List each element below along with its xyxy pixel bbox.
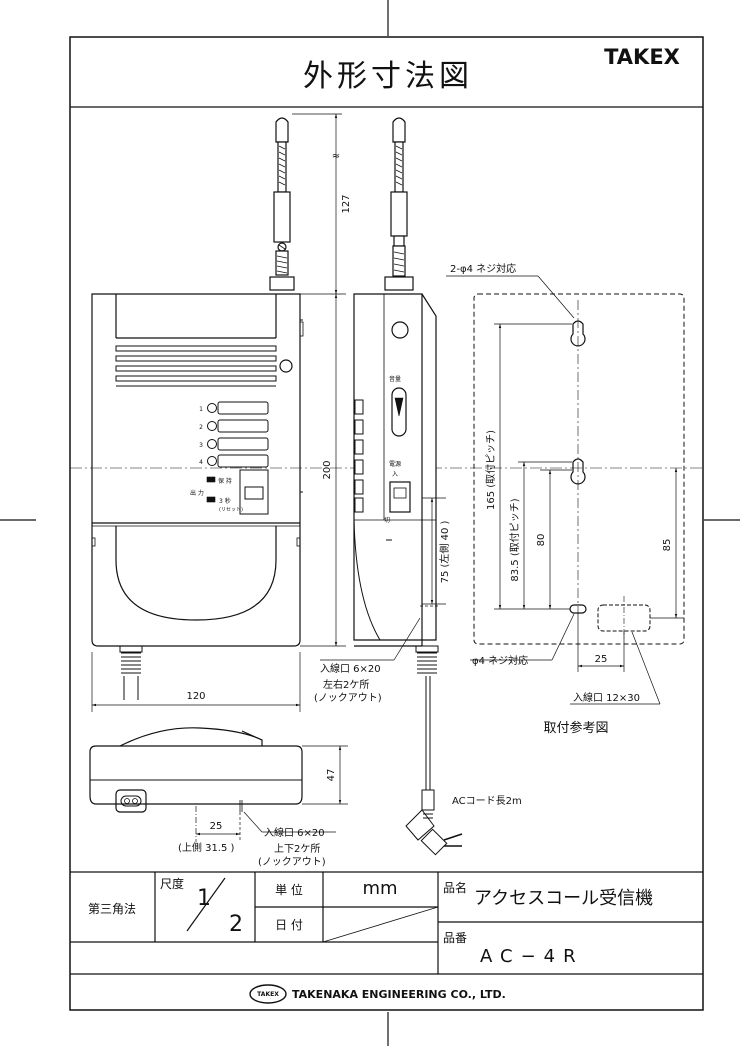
name-label: 品名 <box>443 880 467 895</box>
side-indicator-lamp <box>391 321 409 339</box>
bottom-entry-sub2: (ノックアウト) <box>258 856 326 868</box>
side-labels: 音量 電源 入 切 <box>384 375 401 524</box>
output-label: 出 力 <box>190 489 204 497</box>
mounting-caption: 取付参考図 <box>543 720 608 736</box>
hold-label: 保 持 <box>218 477 232 485</box>
dim-depth-47: 47 <box>326 769 337 782</box>
pitch-83-5: 83.5 (取付ピッチ) <box>508 498 521 581</box>
brand-logo: TAKEX <box>604 45 680 69</box>
mounting-outline <box>473 293 685 645</box>
mounting-view <box>473 293 685 645</box>
scale-denominator: 2 <box>229 912 243 937</box>
side-entry-sub2: (ノックアウト) <box>314 692 382 704</box>
ac-cord-label: ACコード長2m <box>452 795 522 807</box>
side-entry-note: 入線口 6×20 <box>320 662 381 675</box>
off-label: 切 <box>384 517 390 524</box>
side-view <box>353 117 463 856</box>
indicator-label-4: 4 <box>199 459 203 466</box>
dim-width-120: 120 <box>186 691 205 702</box>
bottom-dim-25: 25 <box>210 821 223 832</box>
drawing-title: 外形寸法図 <box>303 59 473 94</box>
company-logo: TAKEX <box>249 984 287 1004</box>
pitch-165: 165 (取付ピッチ) <box>484 430 497 510</box>
front-indicator-lamp <box>279 359 293 373</box>
bottom-view <box>89 727 303 813</box>
bottom-dimensions <box>195 745 348 842</box>
company-name: TAKENAKA ENGINEERING CO., LTD. <box>292 988 506 1001</box>
indicator-label-1: 1 <box>199 406 203 413</box>
side-antenna <box>384 117 414 291</box>
front-view <box>91 117 304 700</box>
projection-label: 第三角法 <box>88 902 136 916</box>
dim-85: 85 <box>662 539 673 552</box>
indicator-label-2: 2 <box>199 424 203 431</box>
mounting-dimensions <box>446 275 684 705</box>
bottom-dim-upper: (上側 31.5 ) <box>178 841 235 854</box>
side-dimensions <box>320 497 446 661</box>
number-label: 品番 <box>443 931 467 945</box>
hold-led <box>206 476 216 483</box>
bottom-outline <box>89 745 303 805</box>
front-cord <box>119 645 143 700</box>
indicator-rows <box>207 401 269 468</box>
tick-marks: ≈ <box>332 151 340 162</box>
volume-label: 音量 <box>389 375 401 383</box>
output-switch-housing <box>239 469 269 515</box>
bottom-entry-sub1: 上下2ケ所 <box>274 843 320 855</box>
screw-2-label: 2-φ4 ネジ対応 <box>450 262 516 275</box>
entry-12x30-label: 入線口 12×30 <box>573 691 640 704</box>
unit-value: mm <box>362 878 397 899</box>
power-switch <box>389 481 411 513</box>
title-block <box>70 871 703 975</box>
side-body-outline <box>353 293 437 641</box>
reset-label: (リセット) <box>219 507 243 513</box>
scale-numerator: 1 <box>197 886 211 911</box>
dim-height-200: 200 <box>322 460 333 479</box>
drawing-frame <box>69 36 704 1011</box>
product-name: アクセスコール受信機 <box>474 888 653 909</box>
screw-1-label: φ4 ネジ対応 <box>472 654 528 667</box>
indicator-label-3: 3 <box>199 442 203 449</box>
scale-label: 尺度 <box>160 876 184 891</box>
mount-dim-25: 25 <box>595 654 608 665</box>
volume-knob <box>391 387 407 437</box>
side-cord <box>405 645 463 856</box>
three-sec-label: 3 秒 <box>219 497 231 505</box>
dim-antenna-127: 127 <box>341 194 352 213</box>
date-label: 日 付 <box>275 918 303 932</box>
side-entry-sub1: 左右2ケ所 <box>323 678 369 691</box>
front-body-outline <box>91 293 301 647</box>
output-switch-slider <box>244 486 264 500</box>
front-antenna <box>269 117 295 291</box>
unit-label: 単 位 <box>275 882 303 897</box>
dim-80: 80 <box>536 534 547 547</box>
power-label: 電源 <box>389 460 401 468</box>
company-logo-text: TAKEX <box>257 991 279 998</box>
dim-left-side: 75 (左側 40 ) <box>438 521 451 584</box>
product-number: AC−4R <box>480 946 584 967</box>
bottom-cord-grommet <box>115 789 147 813</box>
three-sec-led <box>206 496 216 503</box>
speaker-grille <box>115 345 277 387</box>
bottom-entry-note: 入線口 6×20 <box>264 826 325 839</box>
middle-keyhole <box>570 458 586 485</box>
front-labels: 1 2 3 4 保 持 出 力 3 秒 (リセット) <box>190 406 243 513</box>
on-label: 入 <box>392 471 398 478</box>
